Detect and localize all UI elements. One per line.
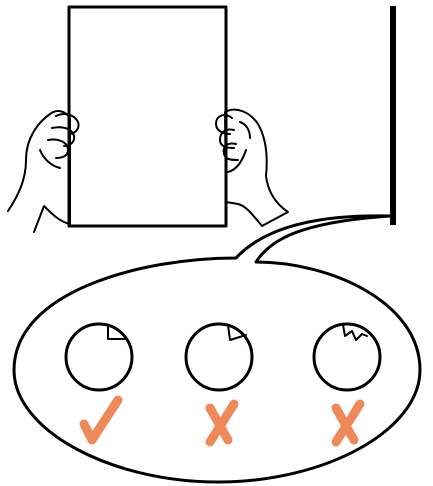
callout-bubble-icon — [12, 214, 422, 484]
folded-corner — [227, 324, 247, 341]
circle-folded-corner-icon — [184, 322, 254, 392]
circle-torn-corner-icon — [312, 322, 382, 392]
corner-guide — [107, 324, 127, 340]
paper-sheet-icon — [67, 5, 228, 228]
option-2 — [184, 322, 254, 392]
option-3 — [312, 322, 382, 392]
torn-corner — [342, 324, 368, 341]
circle-clean-corner-icon — [64, 322, 134, 392]
right-hand-icon — [215, 108, 289, 227]
left-hand-icon — [7, 110, 80, 233]
option-1 — [64, 322, 134, 392]
check-mark-icon — [79, 395, 123, 445]
cross-mark-icon — [205, 399, 239, 447]
cross-mark-icon — [331, 399, 365, 447]
